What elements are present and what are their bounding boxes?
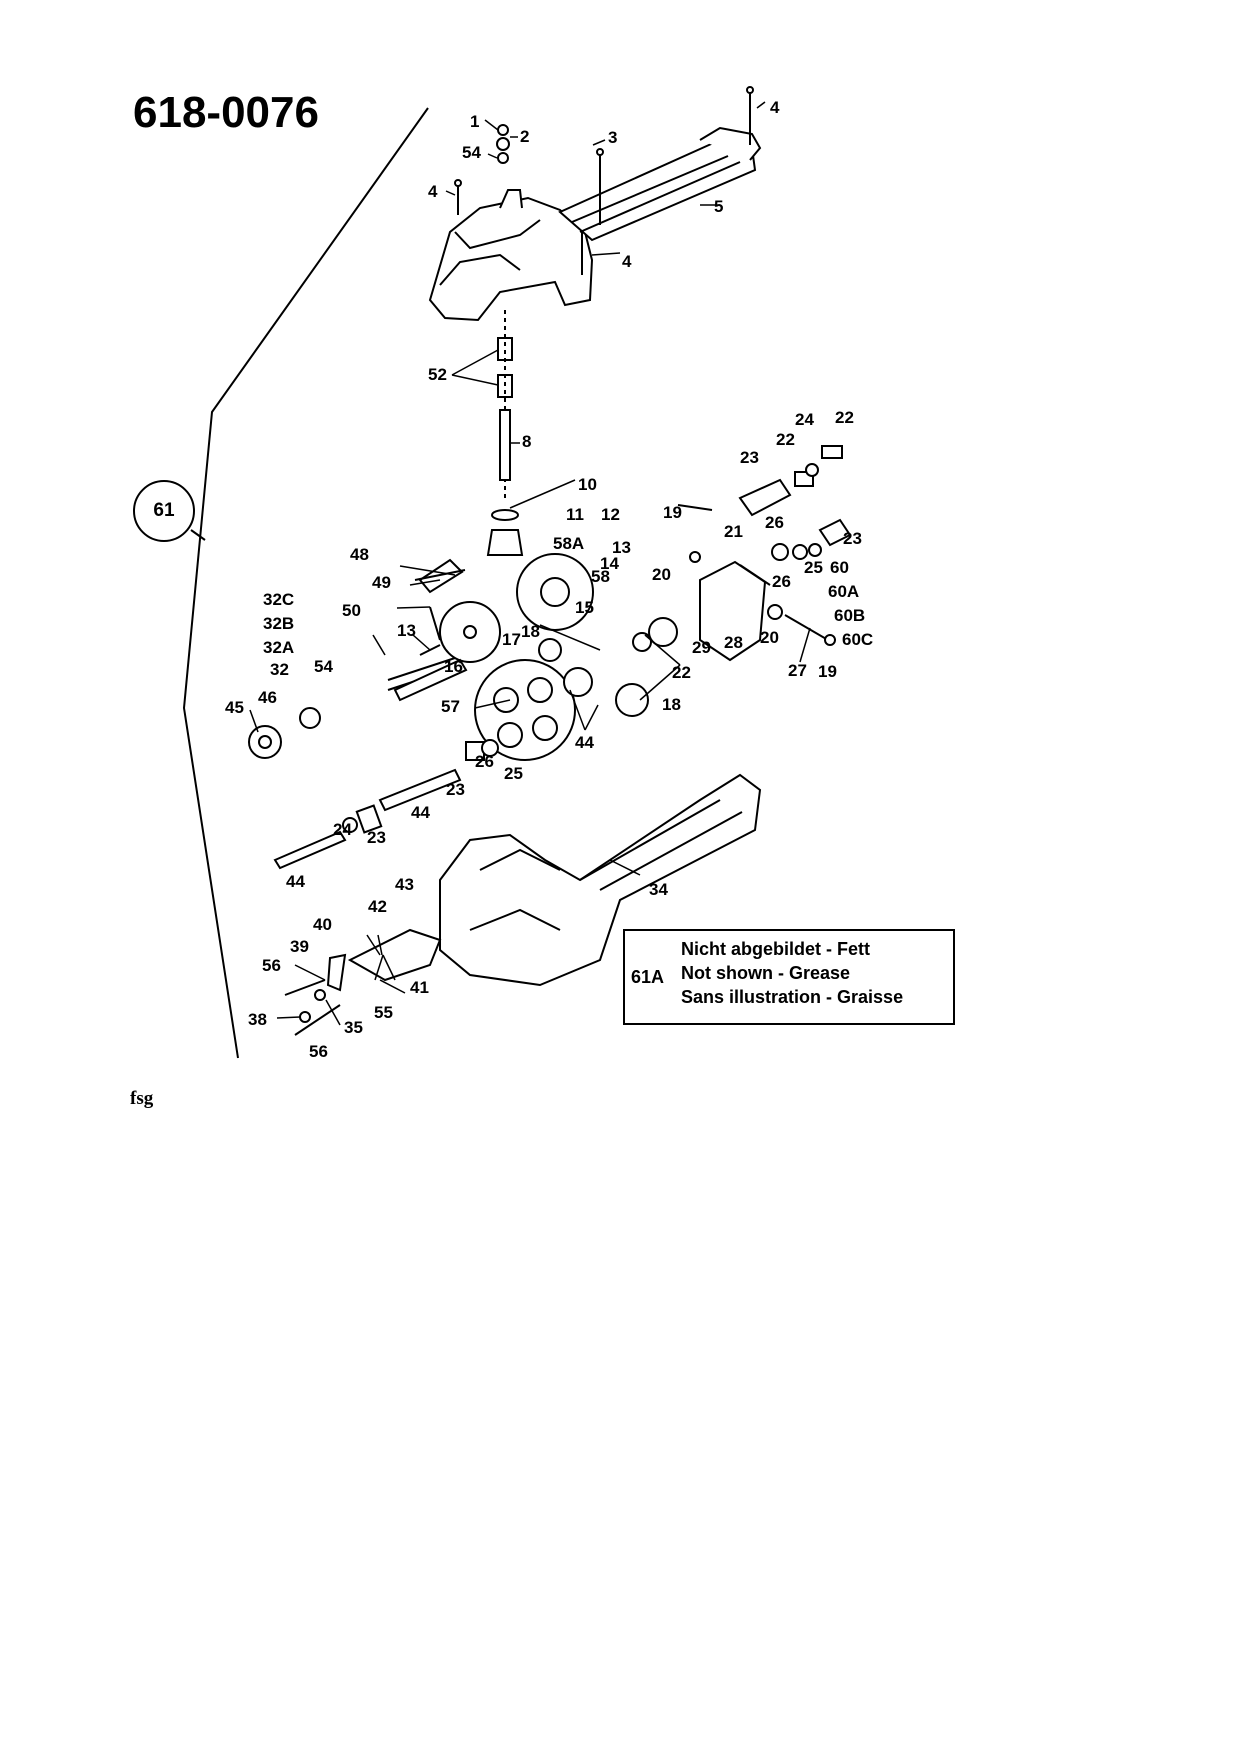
part-number-label: 13 bbox=[397, 621, 416, 640]
part-number-label: 22 bbox=[776, 430, 795, 449]
part-number-label: 24 bbox=[333, 820, 352, 839]
leader-lines bbox=[249, 101, 811, 1026]
part-number-label: 15 bbox=[575, 598, 594, 617]
part-number-label: 54 bbox=[462, 143, 481, 162]
part-number-label: 48 bbox=[350, 545, 369, 564]
part-number-label: 5 bbox=[714, 197, 724, 216]
differential-housing bbox=[677, 445, 852, 662]
grease-note-box: 61A Nicht abgebildet - Fett Not shown - … bbox=[623, 929, 955, 1025]
part-number-label: 60C bbox=[842, 630, 874, 649]
diagram-title: 618-0076 bbox=[133, 88, 319, 137]
part-number-label: 44 bbox=[286, 872, 305, 891]
part-number-label: 20 bbox=[760, 628, 779, 647]
part-number-label: 56 bbox=[309, 1042, 328, 1061]
note-line-de: Nicht abgebildet - Fett bbox=[681, 939, 870, 959]
axle-shafts bbox=[273, 558, 499, 870]
part-number-label: 3 bbox=[608, 128, 618, 147]
part-number-label: 54 bbox=[314, 657, 333, 676]
part-number-label: 35 bbox=[344, 1018, 363, 1037]
part-number-label: 29 bbox=[692, 638, 711, 657]
part-number-label: 43 bbox=[395, 875, 414, 894]
group-callout-61: 61 bbox=[133, 480, 195, 542]
part-number-label: 55 bbox=[374, 1003, 393, 1022]
gear-train bbox=[248, 553, 678, 761]
part-number-label: 22 bbox=[835, 408, 854, 427]
part-number-label: 23 bbox=[740, 448, 759, 467]
part-number-label: 42 bbox=[368, 897, 387, 916]
part-number-label: 23 bbox=[843, 529, 862, 548]
part-number-label: 14 bbox=[600, 554, 619, 573]
note-line-en: Not shown - Grease bbox=[681, 963, 851, 983]
part-number-label: 24 bbox=[795, 410, 814, 429]
group-bracket bbox=[182, 107, 429, 1059]
part-number-label: 13 bbox=[612, 538, 631, 557]
input-shaft-parts bbox=[486, 310, 524, 556]
part-number-label: 4 bbox=[428, 182, 438, 201]
part-number-label: 18 bbox=[662, 695, 681, 714]
part-number-label: 27 bbox=[788, 661, 807, 680]
part-number-label: 38 bbox=[248, 1010, 267, 1029]
part-number-label: 12 bbox=[601, 505, 620, 524]
part-number-label: 39 bbox=[290, 937, 309, 956]
note-code: 61A bbox=[631, 967, 665, 987]
part-number-label: 26 bbox=[772, 572, 791, 591]
part-number-label: 32 bbox=[270, 660, 289, 679]
part-number-label: 2 bbox=[520, 127, 530, 146]
part-number-label: 1 bbox=[470, 112, 480, 131]
part-number-label: 45 bbox=[225, 698, 244, 717]
part-number-label: 60 bbox=[830, 558, 849, 577]
part-number-label: 16 bbox=[444, 657, 463, 676]
part-number-label: 8 bbox=[522, 432, 532, 451]
part-number-label: 32B bbox=[263, 614, 295, 633]
part-number-label: 18 bbox=[521, 622, 540, 641]
part-number-label: 60B bbox=[834, 606, 866, 625]
part-number-label: 25 bbox=[504, 764, 523, 783]
part-number-label: 11 bbox=[566, 505, 584, 524]
part-number-label: 46 bbox=[258, 688, 277, 707]
part-number-label: 32A bbox=[263, 638, 295, 657]
footer-mark: fsg bbox=[130, 1088, 154, 1109]
upper-fasteners bbox=[454, 86, 754, 275]
note-line-fr: Sans illustration - Graisse bbox=[681, 987, 904, 1007]
part-number-label: 34 bbox=[649, 880, 668, 899]
part-number-label: 20 bbox=[652, 565, 671, 584]
part-number-label: 21 bbox=[724, 522, 743, 541]
part-number-label: 23 bbox=[367, 828, 386, 847]
part-number-label: 17 bbox=[502, 630, 521, 649]
part-number-label: 22 bbox=[672, 663, 691, 682]
part-number-label: 19 bbox=[663, 503, 682, 522]
upper-housing bbox=[428, 126, 762, 322]
part-number-label: 44 bbox=[411, 803, 430, 822]
part-number-label: 57 bbox=[441, 697, 460, 716]
part-number-label: 25 bbox=[804, 558, 823, 577]
part-number-label: 28 bbox=[724, 633, 743, 652]
part-number-label: 26 bbox=[765, 513, 784, 532]
part-number-label: 32C bbox=[263, 590, 295, 609]
part-number-label: 23 bbox=[446, 780, 465, 799]
part-number-label: 19 bbox=[818, 662, 837, 681]
part-number-label: 44 bbox=[575, 733, 594, 752]
part-number-label: 60A bbox=[828, 582, 860, 601]
part-number-label: 56 bbox=[262, 956, 281, 975]
part-number-label: 41 bbox=[410, 978, 429, 997]
part-number-label: 4 bbox=[770, 98, 780, 117]
part-number-label: 52 bbox=[428, 365, 447, 384]
part-number-label: 40 bbox=[313, 915, 332, 934]
part-number-label: 10 bbox=[578, 475, 597, 494]
part-number-label: 49 bbox=[372, 573, 391, 592]
part-number-label: 50 bbox=[342, 601, 361, 620]
lower-housing bbox=[439, 773, 762, 987]
shift-linkage bbox=[284, 928, 442, 1036]
part-number-label: 26 bbox=[475, 752, 494, 771]
part-number-label: 58A bbox=[553, 534, 585, 553]
part-number-label: 4 bbox=[622, 252, 632, 271]
part-number-label: 58 bbox=[591, 567, 610, 586]
